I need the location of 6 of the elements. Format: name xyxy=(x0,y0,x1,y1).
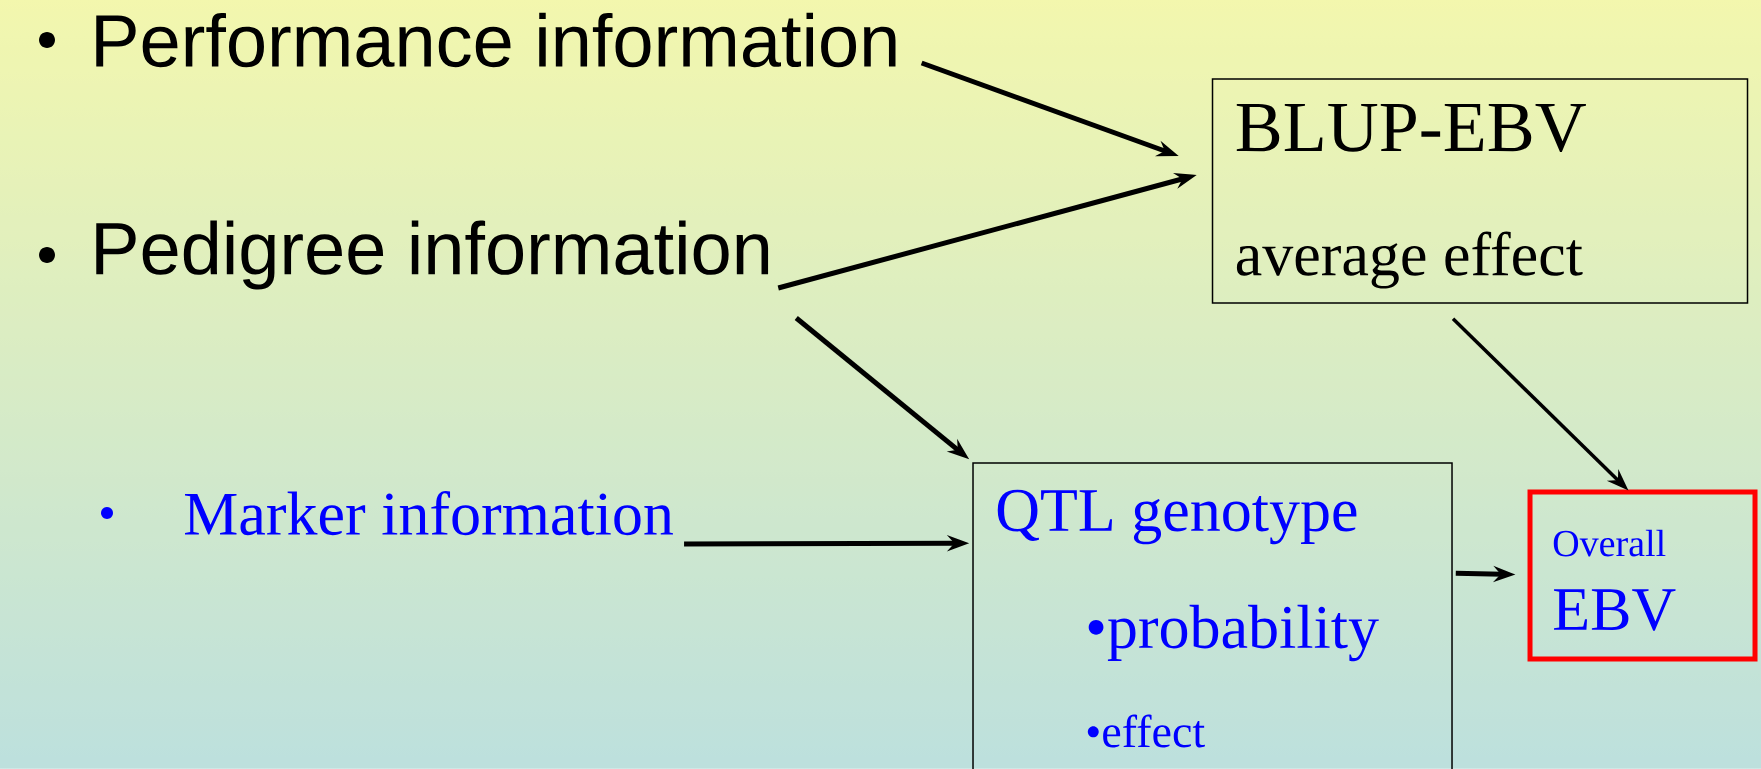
list-item: Marker information xyxy=(185,490,673,536)
list-item: Pedigree information xyxy=(96,220,769,290)
text-box: Overall EBV xyxy=(1527,489,1758,662)
list-item: Performance information xyxy=(96,12,896,68)
text-box: BLUP-EBV average effect xyxy=(1211,78,1749,304)
text-box: QTL genotype •probability •effect xyxy=(972,462,1453,769)
